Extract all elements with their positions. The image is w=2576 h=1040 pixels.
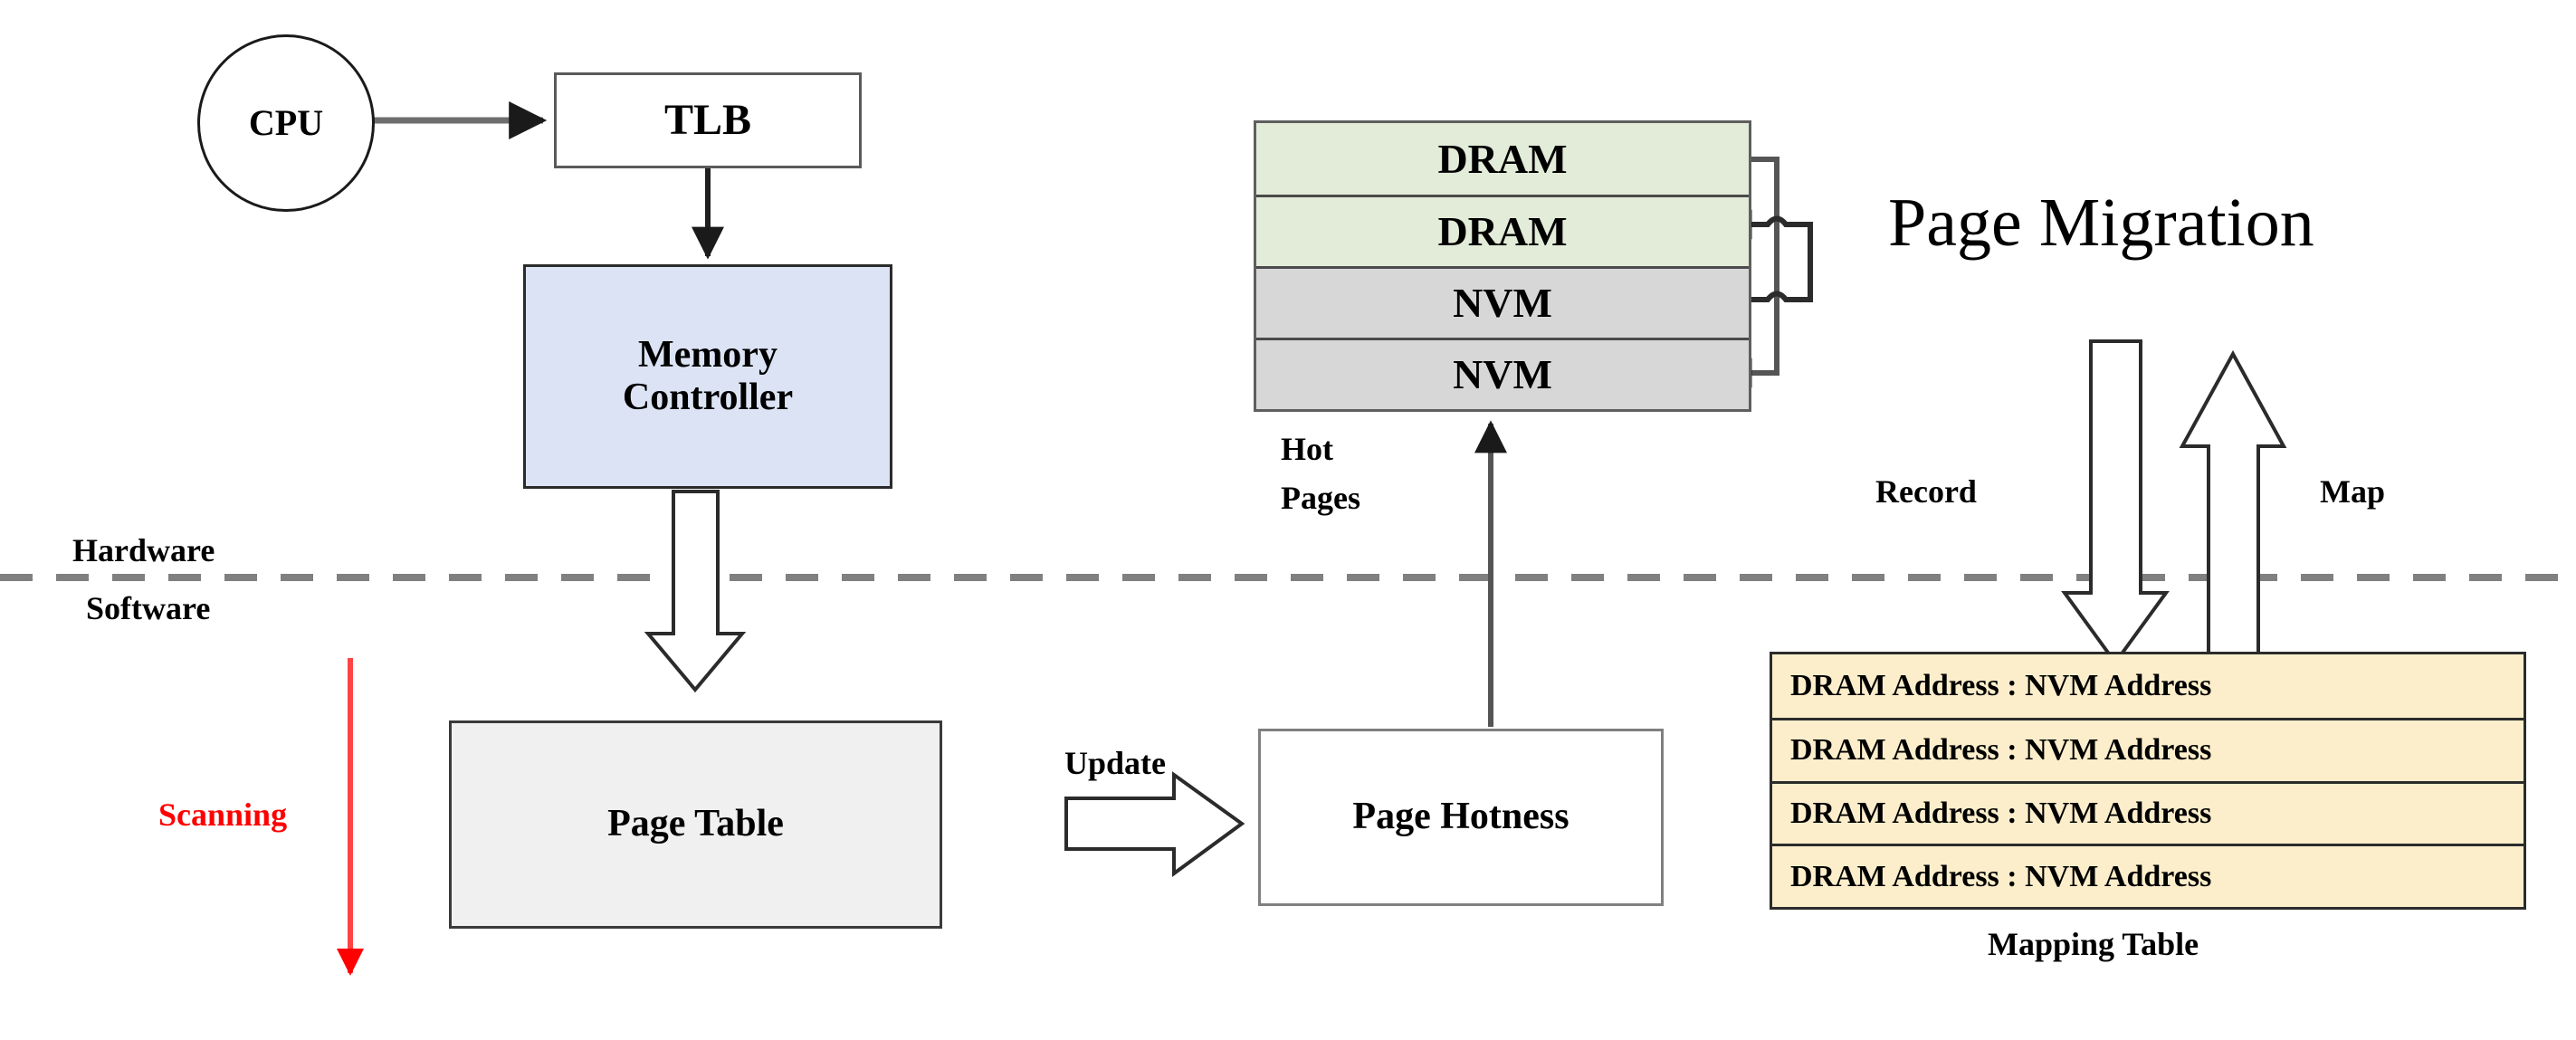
record-label: Record xyxy=(1875,473,1977,510)
mapping-table-row[interactable]: DRAM Address : NVM Address xyxy=(1772,717,2524,781)
mapping-table-row-label: DRAM Address : NVM Address xyxy=(1790,796,2212,830)
edge-record-arrow xyxy=(2061,339,2170,666)
memory-row-label: DRAM xyxy=(1437,135,1568,182)
software-layer-label: Software xyxy=(86,590,211,626)
memory-controller-node[interactable]: Memory Controller xyxy=(523,264,892,489)
mapping-table-row-label: DRAM Address : NVM Address xyxy=(1790,859,2212,893)
memory-row-nvm-2[interactable]: NVM xyxy=(1256,338,1749,409)
cpu-node[interactable]: CPU xyxy=(197,34,375,212)
mapping-table-row-label: DRAM Address : NVM Address xyxy=(1790,733,2212,768)
memory-stack: DRAM DRAM NVM NVM xyxy=(1254,120,1751,412)
memory-row-dram-1[interactable]: DRAM xyxy=(1256,123,1749,195)
update-label: Update xyxy=(1064,745,1167,781)
mapping-table-row[interactable]: DRAM Address : NVM Address xyxy=(1772,844,2524,907)
page-hotness-node[interactable]: Page Hotness xyxy=(1258,729,1664,906)
scanning-label: Scanning xyxy=(158,797,288,833)
tlb-label: TLB xyxy=(663,96,752,145)
mapping-table-caption: Mapping Table xyxy=(1988,926,2199,962)
hot-pages-label-line2: Pages xyxy=(1281,480,1360,517)
edge-page-table-to-page-hotness xyxy=(1064,771,1245,877)
memory-row-dram-2[interactable]: DRAM xyxy=(1256,195,1749,266)
map-label: Map xyxy=(2320,473,2385,510)
cpu-label: CPU xyxy=(248,101,324,143)
mapping-table-row[interactable]: DRAM Address : NVM Address xyxy=(1772,780,2524,844)
edge-memory-controller-to-page-table xyxy=(644,490,747,693)
memory-controller-label-line2: Controller xyxy=(622,377,794,418)
mapping-table-row[interactable]: DRAM Address : NVM Address xyxy=(1772,654,2524,718)
page-migration-label: Page Migration xyxy=(1888,185,2314,261)
mapping-table-row-label: DRAM Address : NVM Address xyxy=(1790,668,2212,702)
mapping-table: DRAM Address : NVM Address DRAM Address … xyxy=(1770,652,2526,910)
hardware-layer-label: Hardware xyxy=(72,532,215,568)
page-hotness-label: Page Hotness xyxy=(1352,796,1569,838)
memory-row-label: DRAM xyxy=(1437,208,1568,255)
memory-row-label: NVM xyxy=(1453,351,1552,398)
page-table-node[interactable]: Page Table xyxy=(449,720,942,929)
memory-controller-label-line1: Memory xyxy=(638,333,778,376)
memory-row-label: NVM xyxy=(1453,280,1552,327)
memory-row-nvm-1[interactable]: NVM xyxy=(1256,266,1749,338)
tlb-node[interactable]: TLB xyxy=(554,72,862,168)
hot-pages-label-line1: Hot xyxy=(1281,431,1333,467)
page-table-label: Page Table xyxy=(607,803,784,845)
page-migration-title: Page Migration xyxy=(1888,184,2314,262)
hot-pages-annotation: Hot Pages xyxy=(1281,431,1360,517)
edge-map-arrow xyxy=(2179,349,2287,676)
